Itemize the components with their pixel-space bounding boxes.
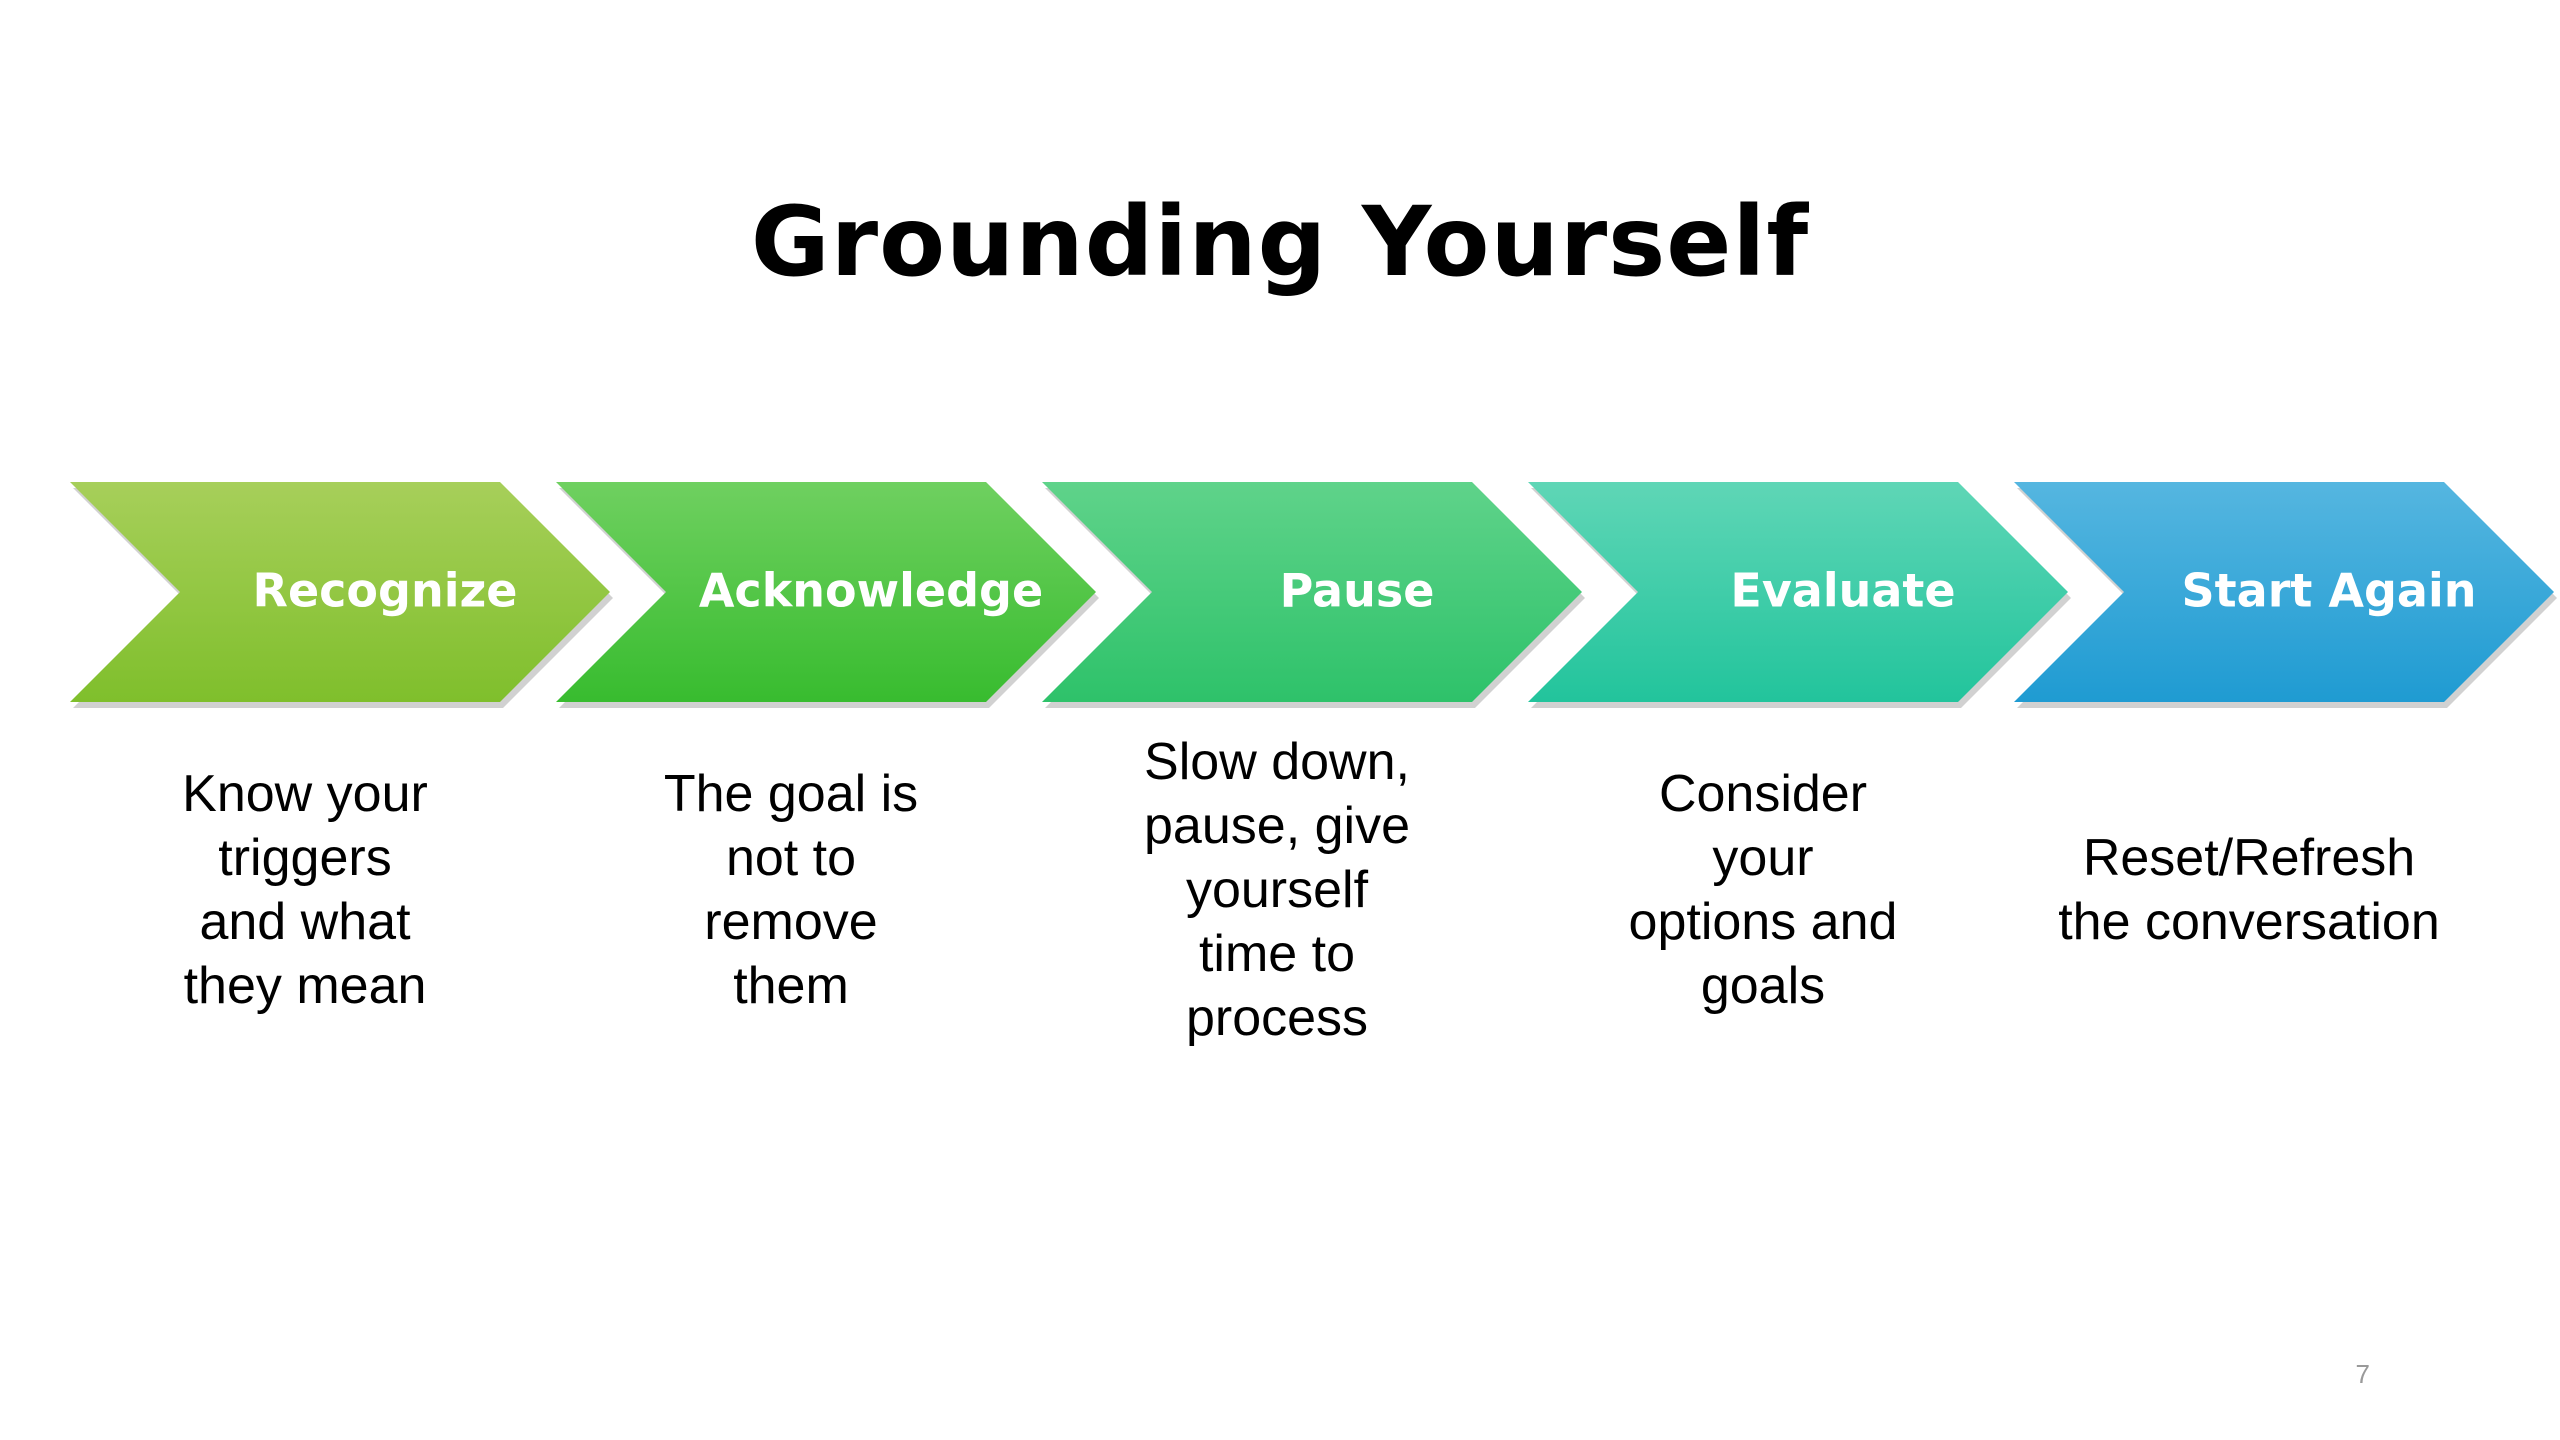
step-description-line: not to <box>725 829 857 887</box>
step-description: Slow down, pause, give yourself time to proc… <box>1047 730 1507 1050</box>
chevron-step-label: Start Again <box>2182 564 2477 618</box>
step-description-line: The goal is <box>663 765 919 823</box>
step-description-line: the conversation <box>2058 893 2440 951</box>
step-description: Know your triggers and what they mean <box>75 762 535 1018</box>
step-description-line: yourself <box>1185 861 1369 919</box>
step-description: Consider your options and goals <box>1533 762 1993 1018</box>
step-description-line: time to <box>1198 925 1356 983</box>
step-description: Reset/Refresh the conversation <box>2019 826 2479 954</box>
step-description-line: and what <box>199 893 411 951</box>
step-description-line: they mean <box>183 957 427 1015</box>
step-description-line: Reset/Refresh <box>2082 829 2416 887</box>
step-description-line: triggers <box>218 829 392 887</box>
step-description-line: options and <box>1628 893 1898 951</box>
chevron-step-label: Evaluate <box>1730 564 1955 618</box>
chevron-step-label: Acknowledge <box>699 564 1043 618</box>
chevron-step <box>556 482 1096 702</box>
step-description-line: them <box>733 957 849 1015</box>
step-description-line: goals <box>1700 957 1826 1015</box>
chevron-step <box>2014 482 2554 702</box>
step-description-line: pause, give <box>1144 797 1410 855</box>
step-description-line: Consider <box>1658 765 1868 823</box>
step-description-line: remove <box>704 893 878 951</box>
step-description: The goal is not to remove them <box>561 762 1021 1018</box>
slide-title: Grounding Yourself <box>750 186 1810 298</box>
chevron-step <box>1042 482 1582 702</box>
step-description-line: your <box>1712 829 1814 887</box>
chevron-step-label: Recognize <box>253 564 518 618</box>
page-number: 7 <box>2355 1359 2370 1389</box>
chevron-step <box>70 482 610 702</box>
step-description-line: Know your <box>182 765 428 823</box>
chevron-step <box>1528 482 2068 702</box>
chevron-step-label: Pause <box>1280 564 1435 618</box>
step-description-line: process <box>1185 989 1369 1047</box>
step-description-line: Slow down, <box>1144 733 1410 791</box>
